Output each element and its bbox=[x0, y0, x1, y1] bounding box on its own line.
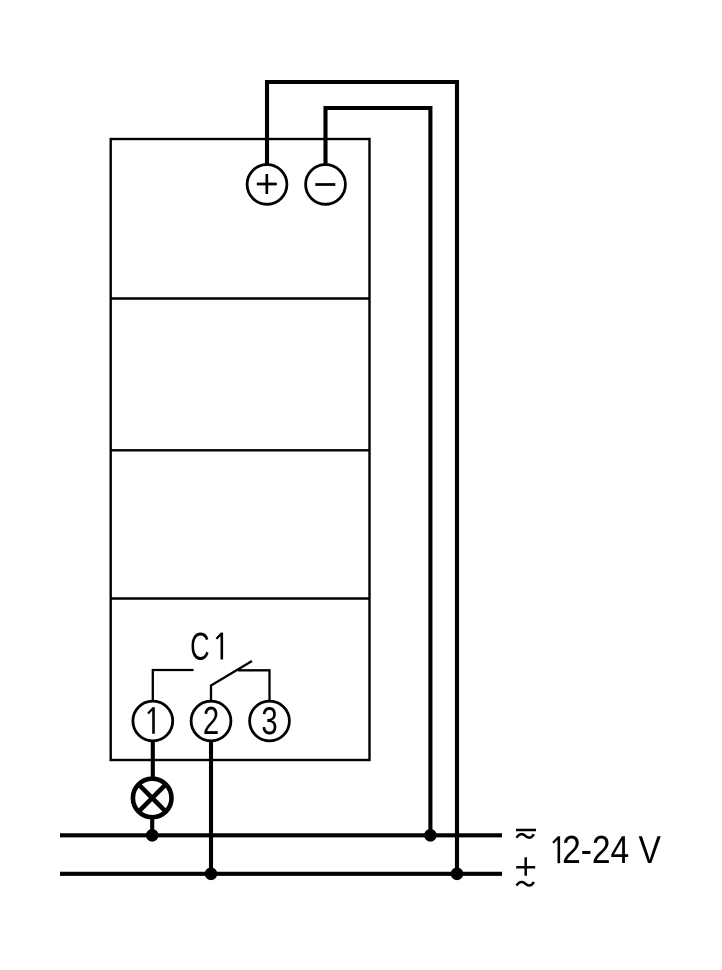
svg-text:2: 2 bbox=[203, 700, 219, 743]
svg-text:2-24 V: 2-24 V bbox=[562, 828, 661, 872]
svg-text:C: C bbox=[190, 626, 209, 669]
svg-text:3: 3 bbox=[261, 700, 277, 743]
